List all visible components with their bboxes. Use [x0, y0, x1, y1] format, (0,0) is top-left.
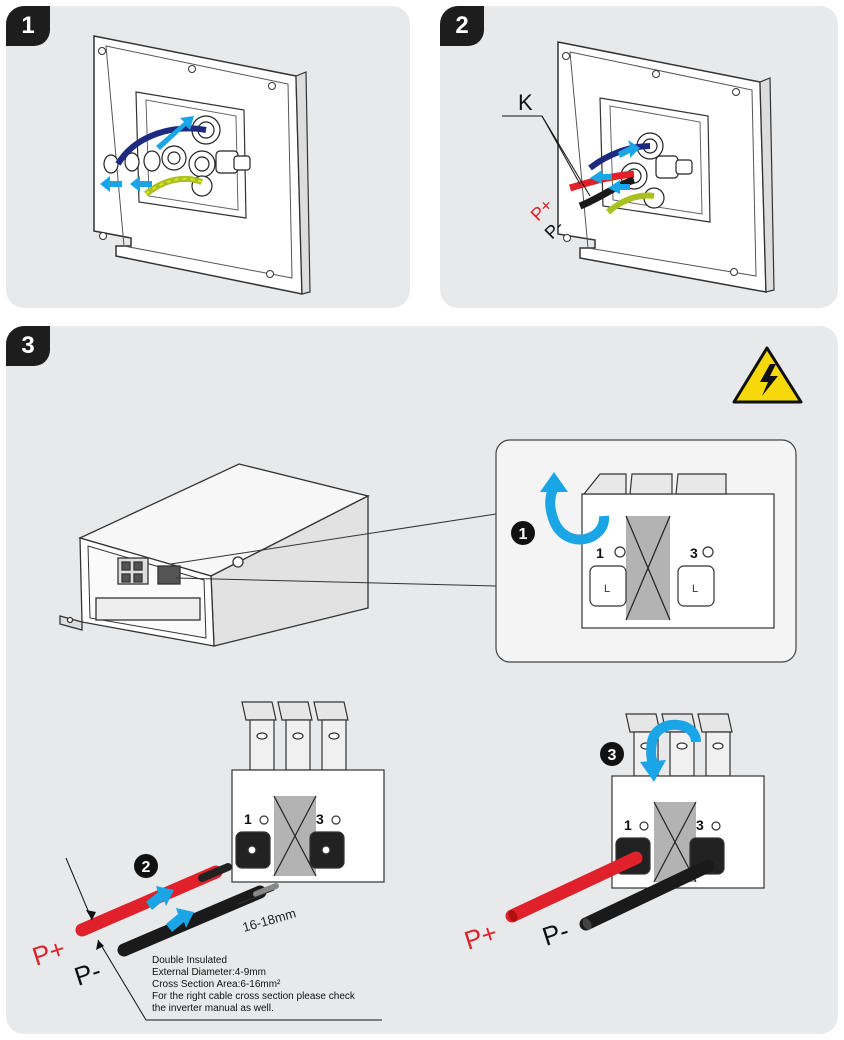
- pminus-label: P-: [71, 955, 105, 992]
- right-terminal-3-label: 3: [696, 817, 704, 833]
- right-terminal-1-label: 1: [624, 817, 632, 833]
- right-pminus-label: P-: [539, 915, 573, 952]
- step-2-badge: 2: [440, 6, 484, 46]
- zoom-slot-mark-left: L: [604, 583, 610, 595]
- pminus-cable: [117, 883, 279, 957]
- insert-cable-arrow-icon: [146, 886, 194, 932]
- terminal-1-label: 1: [244, 811, 252, 827]
- step-1-pull-arrow-icon: [100, 116, 194, 192]
- step-2-panel: 2 K P+ P-: [440, 6, 838, 308]
- sub-step-2-label: 2: [142, 859, 151, 876]
- step-2-push-arrow-icon: [590, 140, 640, 194]
- note-line-2: External Diameter:4-9mm: [152, 967, 266, 978]
- step-3-illustration: 1 3 L L 1: [29, 346, 803, 1021]
- sub-step-3-marker: [600, 742, 624, 766]
- terminal-3-label: 3: [316, 811, 324, 827]
- sub-step-3-label: 3: [608, 747, 617, 764]
- note-line-1: Double Insulated: [152, 955, 227, 966]
- step-2-illustration: K P+ P-: [502, 41, 775, 293]
- pplus-label: P+: [29, 933, 69, 972]
- sub-step-2-marker: [134, 854, 158, 878]
- inverter-unit: [59, 463, 370, 647]
- note-line-3: Cross Section Area:6-16mm²: [152, 979, 281, 990]
- step-1-badge: 1: [6, 6, 50, 46]
- note-line-5: the inverter manual as well.: [152, 1003, 274, 1014]
- zoom-terminal-1-label: 1: [596, 545, 604, 561]
- step-1-illustration: [93, 35, 311, 295]
- open-cover-arrow-icon: [540, 472, 609, 545]
- right-pplus-label: P+: [461, 917, 501, 956]
- zoom-slot-mark-right: L: [692, 583, 698, 595]
- pminus-cable-inserted: [579, 859, 715, 931]
- step-1-panel: 1: [6, 6, 410, 308]
- high-voltage-warning-icon: [732, 346, 803, 404]
- close-cover-arrow-icon: [640, 719, 701, 782]
- zoom-terminal-3-label: 3: [690, 545, 698, 561]
- step-3-badge: 3: [6, 326, 50, 366]
- sub-step-1-label: 1: [519, 526, 528, 543]
- note-line-4: For the right cable cross section please…: [152, 991, 356, 1002]
- pplus-cable-inserted: [505, 851, 643, 923]
- strip-length-label: 16-18mm: [241, 905, 298, 935]
- step-3-panel: 3: [6, 326, 838, 1034]
- label-k: K: [518, 90, 533, 115]
- sub-step-1-marker: [511, 521, 535, 545]
